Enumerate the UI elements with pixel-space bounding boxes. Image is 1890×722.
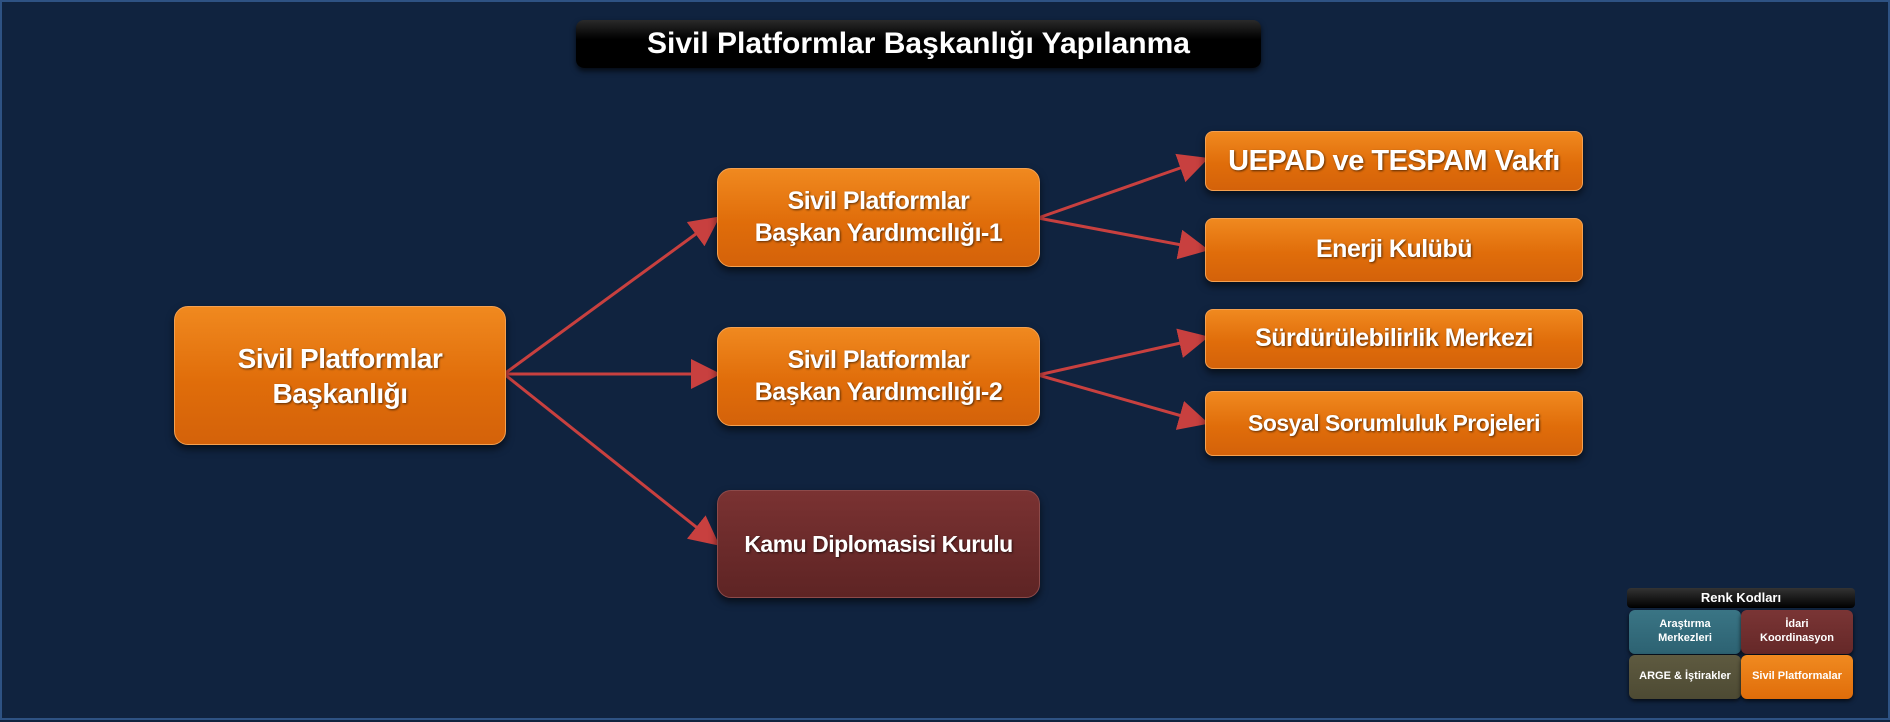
legend-sivil: Sivil Platformalar bbox=[1741, 655, 1853, 699]
legend-label: Araştırma bbox=[1659, 618, 1711, 631]
arrow-vp1-uepad bbox=[1037, 153, 1209, 220]
node-enerji[interactable]: Enerji Kulübü bbox=[1205, 218, 1583, 282]
color-legend: Renk Kodları Araştırma Merkezleri İdari … bbox=[1627, 588, 1855, 701]
legend-label: Sivil Platformalar bbox=[1752, 670, 1842, 683]
legend-label: İdari bbox=[1785, 618, 1809, 631]
node-root-line1: Sivil Platformlar bbox=[237, 342, 443, 374]
arrow-vp2-sosyal bbox=[1037, 373, 1209, 430]
legend-label: ARGE & İştirakler bbox=[1639, 670, 1731, 683]
node-sosyal[interactable]: Sosyal Sorumluluk Projeleri bbox=[1205, 391, 1583, 456]
legend-label: Merkezleri bbox=[1658, 632, 1712, 644]
legend-arge: ARGE & İştirakler bbox=[1629, 655, 1741, 699]
legend-title: Renk Kodları bbox=[1627, 588, 1855, 608]
arrow-vp1-enerji bbox=[1037, 216, 1209, 260]
node-vp2-line1: Sivil Platformlar bbox=[787, 346, 970, 375]
arrow-root-vp1 bbox=[503, 216, 720, 376]
node-vp1-line1: Sivil Platformlar bbox=[787, 187, 970, 216]
node-vp1[interactable]: Sivil Platformlar Başkan Yardımcılığı-1 bbox=[717, 168, 1040, 267]
node-vp2-line2: Başkan Yardımcılığı-2 bbox=[754, 377, 1003, 406]
node-vp2[interactable]: Sivil Platformlar Başkan Yardımcılığı-2 bbox=[717, 327, 1040, 426]
node-vp1-line2: Başkan Yardımcılığı-1 bbox=[754, 218, 1003, 247]
node-surd[interactable]: Sürdürülebilirlik Merkezi bbox=[1205, 309, 1583, 369]
legend-arastirma: Araştırma Merkezleri bbox=[1629, 610, 1741, 654]
legend-label: Koordinasyon bbox=[1760, 632, 1834, 644]
node-kamu[interactable]: Kamu Diplomasisi Kurulu bbox=[717, 490, 1040, 598]
arrow-root-kamu bbox=[503, 372, 720, 546]
node-root[interactable]: Sivil Platformlar Başkanlığı bbox=[174, 306, 506, 445]
node-root-line2: Başkanlığı bbox=[272, 377, 408, 409]
legend-idari: İdari Koordinasyon bbox=[1741, 610, 1853, 654]
arrow-vp2-surd bbox=[1037, 328, 1209, 377]
node-uepad[interactable]: UEPAD ve TESPAM Vakfı bbox=[1205, 131, 1583, 191]
page-title: Sivil Platformlar Başkanlığı Yapılanma bbox=[576, 20, 1261, 68]
